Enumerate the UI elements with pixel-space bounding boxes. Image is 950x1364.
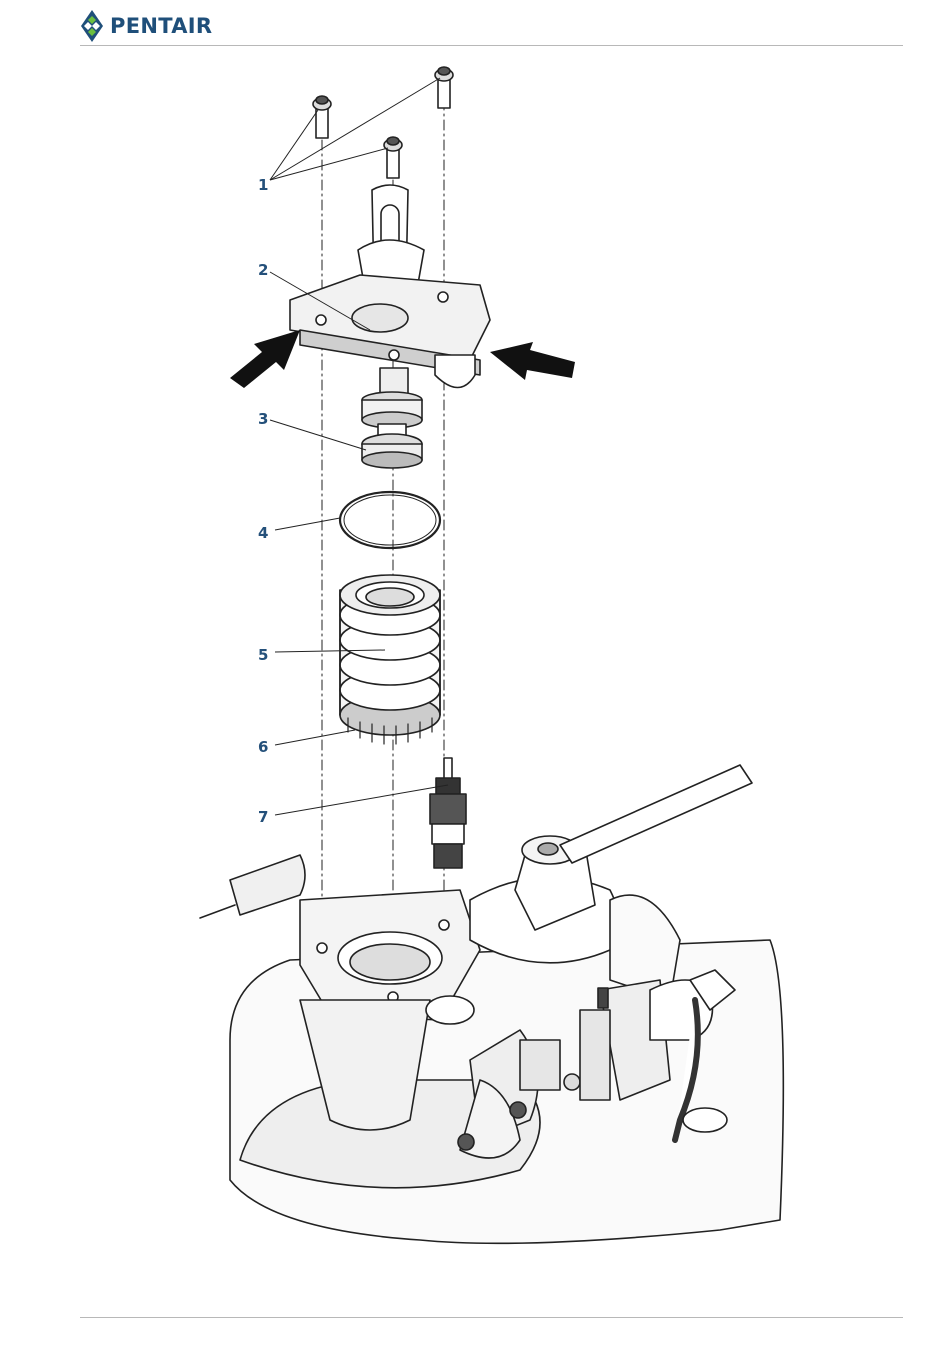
footer-rule (80, 1317, 903, 1318)
callout-3: 3 (258, 410, 268, 428)
callout-4: 4 (258, 524, 268, 542)
callout-1: 1 (258, 176, 268, 194)
callout-5: 5 (258, 646, 268, 664)
o-ring-part-4 (340, 492, 440, 548)
top-plate-part-2 (290, 185, 490, 388)
callout-2: 2 (258, 261, 268, 279)
screw (384, 137, 402, 178)
cartridge-part-7 (430, 758, 466, 868)
black-arrow-right (490, 342, 575, 380)
screw (435, 67, 453, 108)
black-arrow-left (230, 330, 300, 388)
callout-6: 6 (258, 738, 268, 756)
valve-body (200, 765, 783, 1243)
callout-7: 7 (258, 808, 268, 826)
callout-labels: 1 2 3 4 5 6 7 (258, 176, 268, 826)
piston-part-3 (362, 368, 422, 468)
screw (313, 96, 331, 138)
seal-spacer-stack-part-5 (340, 575, 440, 735)
screws-part-1 (313, 67, 453, 178)
